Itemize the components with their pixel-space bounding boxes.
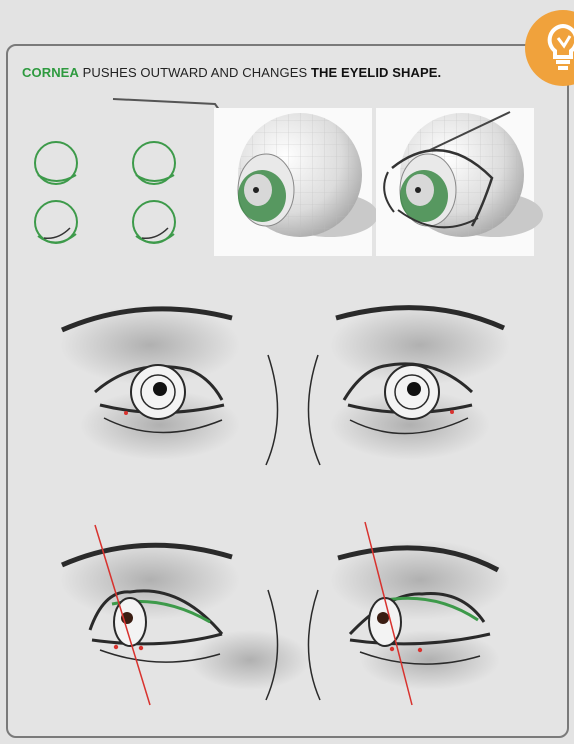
eyes-side-view bbox=[60, 522, 510, 705]
eyes-front-view bbox=[60, 305, 510, 465]
eyeball-render-right bbox=[376, 108, 543, 256]
eyeball-render-left bbox=[214, 108, 378, 256]
cornea-sketches bbox=[35, 142, 175, 243]
